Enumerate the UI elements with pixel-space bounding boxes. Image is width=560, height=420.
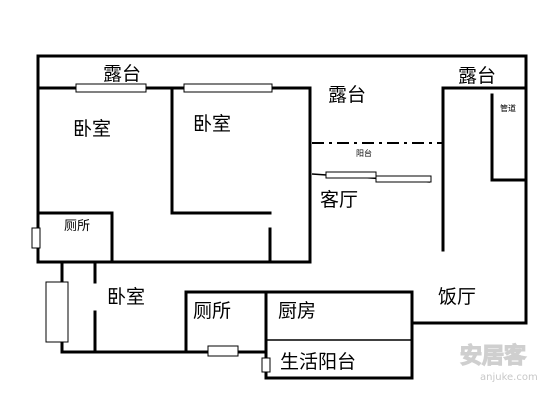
windows [31,83,432,373]
window-toilet-1 [31,227,41,249]
bedroom-2-label: 卧室 [193,113,231,135]
terrace-top-left-label: 露台 [103,63,141,85]
kitchen-wall [264,290,414,380]
toilet-2-label: 厕所 [193,300,231,322]
dining-room-label: 饭厅 [438,286,476,308]
terrace-middle-label: 露台 [328,84,366,106]
toilet-1-wall [36,211,114,264]
watermark-logo: 安居客 [460,343,527,369]
window-top-middle [183,83,273,93]
balcony-small-label: 阳台 [356,148,372,158]
terrace-right-label: 露台 [458,65,496,87]
terrace-top-wall [36,54,528,325]
living-room-label: 客厅 [320,189,358,211]
pipe-well-label: 管道 [500,103,516,113]
toilet-1-label: 厕所 [64,219,90,234]
toilet-2-wall [184,290,268,354]
window-living-room [325,171,377,179]
bedroom-1-label: 卧室 [73,118,111,140]
right-terrace-wall [441,86,528,252]
watermark: 安居客 anjuke.com [459,342,538,383]
pipe-well-wall [490,93,528,182]
window-top-left [75,83,147,93]
window-living-room-2 [375,175,432,183]
window-kitchen [261,357,271,373]
walls [36,54,528,380]
bedroom-3-label: 卧室 [107,286,145,308]
service-balcony-label: 生活阳台 [280,351,356,373]
kitchen-label: 厨房 [278,300,316,322]
bedroom-2-wall [170,86,272,215]
watermark-url: anjuke.com [480,372,538,383]
window-toilet-2 [207,345,239,357]
window-bedroom-3 [45,281,69,343]
